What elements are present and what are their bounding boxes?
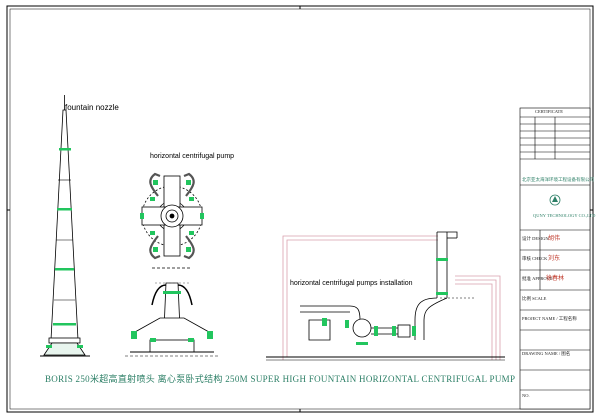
drawing-number-label: NO. xyxy=(522,393,530,398)
project-name-label: PROJECT NAME / 工程名称 xyxy=(522,316,577,321)
drawing-caption: BORIS 250米超高直射喷头 离心泵卧式结构 250M SUPER HIGH… xyxy=(45,374,516,384)
fountain-nozzle-tower xyxy=(43,95,86,356)
designer-signature: 胡伟 xyxy=(548,236,561,242)
drawing-border xyxy=(6,5,594,413)
checker-label: 审核 CHECK xyxy=(522,256,548,261)
checker-signature: 刘东 xyxy=(548,256,561,262)
installation-flanges xyxy=(322,258,448,345)
pump-top-label: horizontal centrifugal pump xyxy=(150,153,235,160)
title-block xyxy=(519,107,591,410)
designer-label: 设计 DESIGN xyxy=(522,236,549,241)
company-name-en: QUNY TECHNOLOGY CO.,LTD xyxy=(533,213,596,218)
pump-side-flanges xyxy=(131,291,213,342)
installation-pipework xyxy=(266,231,505,361)
company-name-cn: 北京亚太海洋环境工程设备有限公司 xyxy=(522,177,594,182)
title-block-header: CERTIFICATE xyxy=(535,109,563,114)
pumps-installation-label: horizontal centrifugal pumps installatio… xyxy=(290,280,413,287)
pump-side-view xyxy=(125,282,220,357)
pump-top-flanges xyxy=(140,180,204,252)
drawing-name-label: DRAWING NAME / 图名 xyxy=(522,351,571,356)
scale-label: 比例 SCALE xyxy=(522,296,547,301)
approver-label: 批准 APPROVE xyxy=(522,276,553,281)
pump-top-view xyxy=(141,172,203,269)
nozzle-flanges xyxy=(46,148,83,348)
approver-signature: 徐春林 xyxy=(546,276,565,282)
company-logo-mark xyxy=(549,194,561,206)
fountain-nozzle-label: fountain nozzle xyxy=(65,103,119,112)
